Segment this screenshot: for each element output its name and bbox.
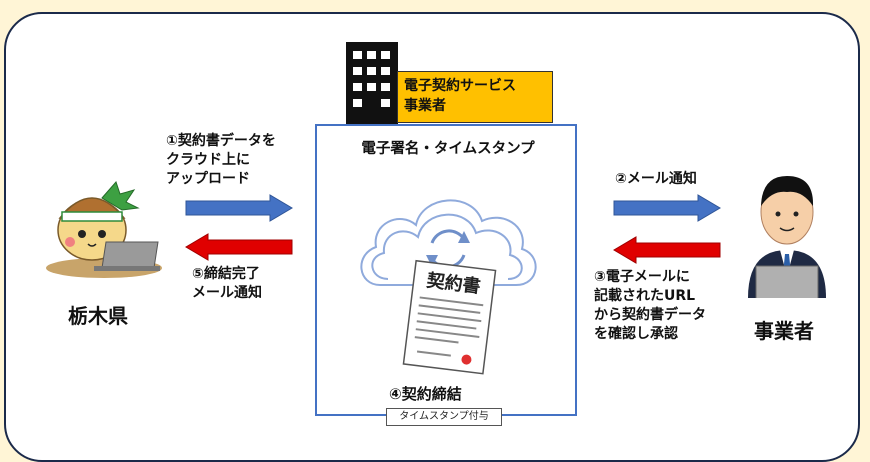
seal-stamp xyxy=(461,354,472,365)
left-party-name: 栃木県 xyxy=(68,304,128,328)
arrow-right-upload xyxy=(185,194,293,222)
business-person-illustration xyxy=(748,176,826,298)
cloud-icon xyxy=(360,199,537,286)
arrow-left-approve xyxy=(613,236,721,264)
mascot-at-laptop-illustration xyxy=(46,181,162,278)
timestamp-tag: タイムスタンプ付与 xyxy=(386,408,502,426)
step4-label: ④契約締結 xyxy=(389,385,462,403)
step5-label: ⑤締結完了 メール通知 xyxy=(192,266,262,301)
step1-label: ①契約書データを クラウド上に アップロード xyxy=(166,133,276,187)
arrow-left-notify xyxy=(185,233,293,261)
service-title: 電子署名・タイムスタンプ xyxy=(361,141,535,157)
laptop-icon xyxy=(755,265,819,298)
building-icon xyxy=(346,42,398,124)
step2-label: ②メール通知 xyxy=(615,171,697,187)
step3-label: ③電子メールに 記載されたURL から契約書データ を確認し承認 xyxy=(594,269,706,342)
arrow-right-email xyxy=(613,194,721,222)
sync-icon xyxy=(426,229,470,269)
right-party-name: 事業者 xyxy=(754,319,814,343)
laptop-icon xyxy=(94,241,160,271)
cloud-document-illustration: 契約書 xyxy=(360,199,537,375)
contract-document-icon: 契約書 xyxy=(402,259,497,375)
provider-label: 電子契約サービス 事業者 xyxy=(397,71,553,123)
